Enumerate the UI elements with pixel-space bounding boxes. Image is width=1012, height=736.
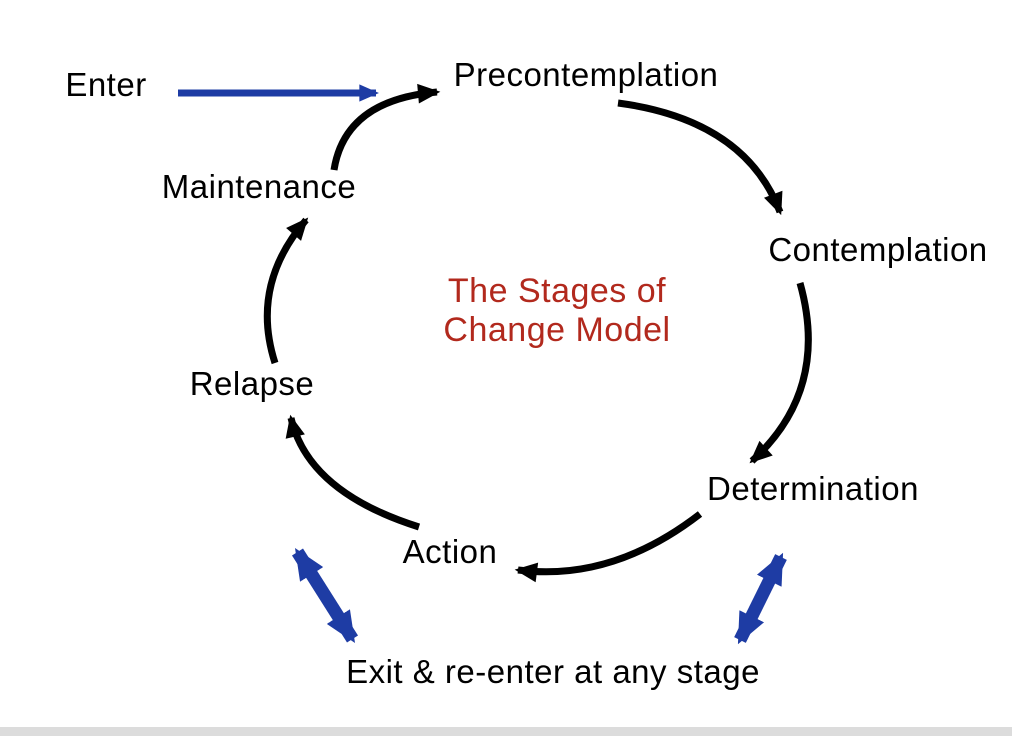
diagram-title-line1: The Stages of xyxy=(447,272,667,310)
enter-label: Enter xyxy=(65,66,147,103)
diagram-title: The Stages of Change Model xyxy=(443,272,670,350)
stage-label-precontemplation: Precontemplation xyxy=(453,56,719,93)
diagram-title-line2: Change Model xyxy=(443,311,671,349)
exit-label: Exit & re-enter at any stage xyxy=(346,653,760,690)
stage-label-maintenance: Maintenance xyxy=(161,168,357,205)
arc-maintenance-to-precontemplation xyxy=(330,83,441,171)
arc-contemplation-to-determination xyxy=(749,282,812,464)
stage-label-contemplation: Contemplation xyxy=(768,231,988,268)
page-edge-bar xyxy=(0,727,1012,736)
stage-label-relapse: Relapse xyxy=(189,365,315,402)
exit-double-arrow-right xyxy=(734,552,787,645)
stage-label-determination: Determination xyxy=(707,470,919,507)
arc-relapse-to-maintenance xyxy=(263,217,309,365)
arc-determination-to-action xyxy=(514,511,703,583)
arc-precontemplation-to-contemplation xyxy=(617,99,784,216)
exit-double-arrow-left xyxy=(292,548,358,643)
stage-label-action: Action xyxy=(402,533,498,570)
arc-action-to-relapse xyxy=(285,414,421,531)
